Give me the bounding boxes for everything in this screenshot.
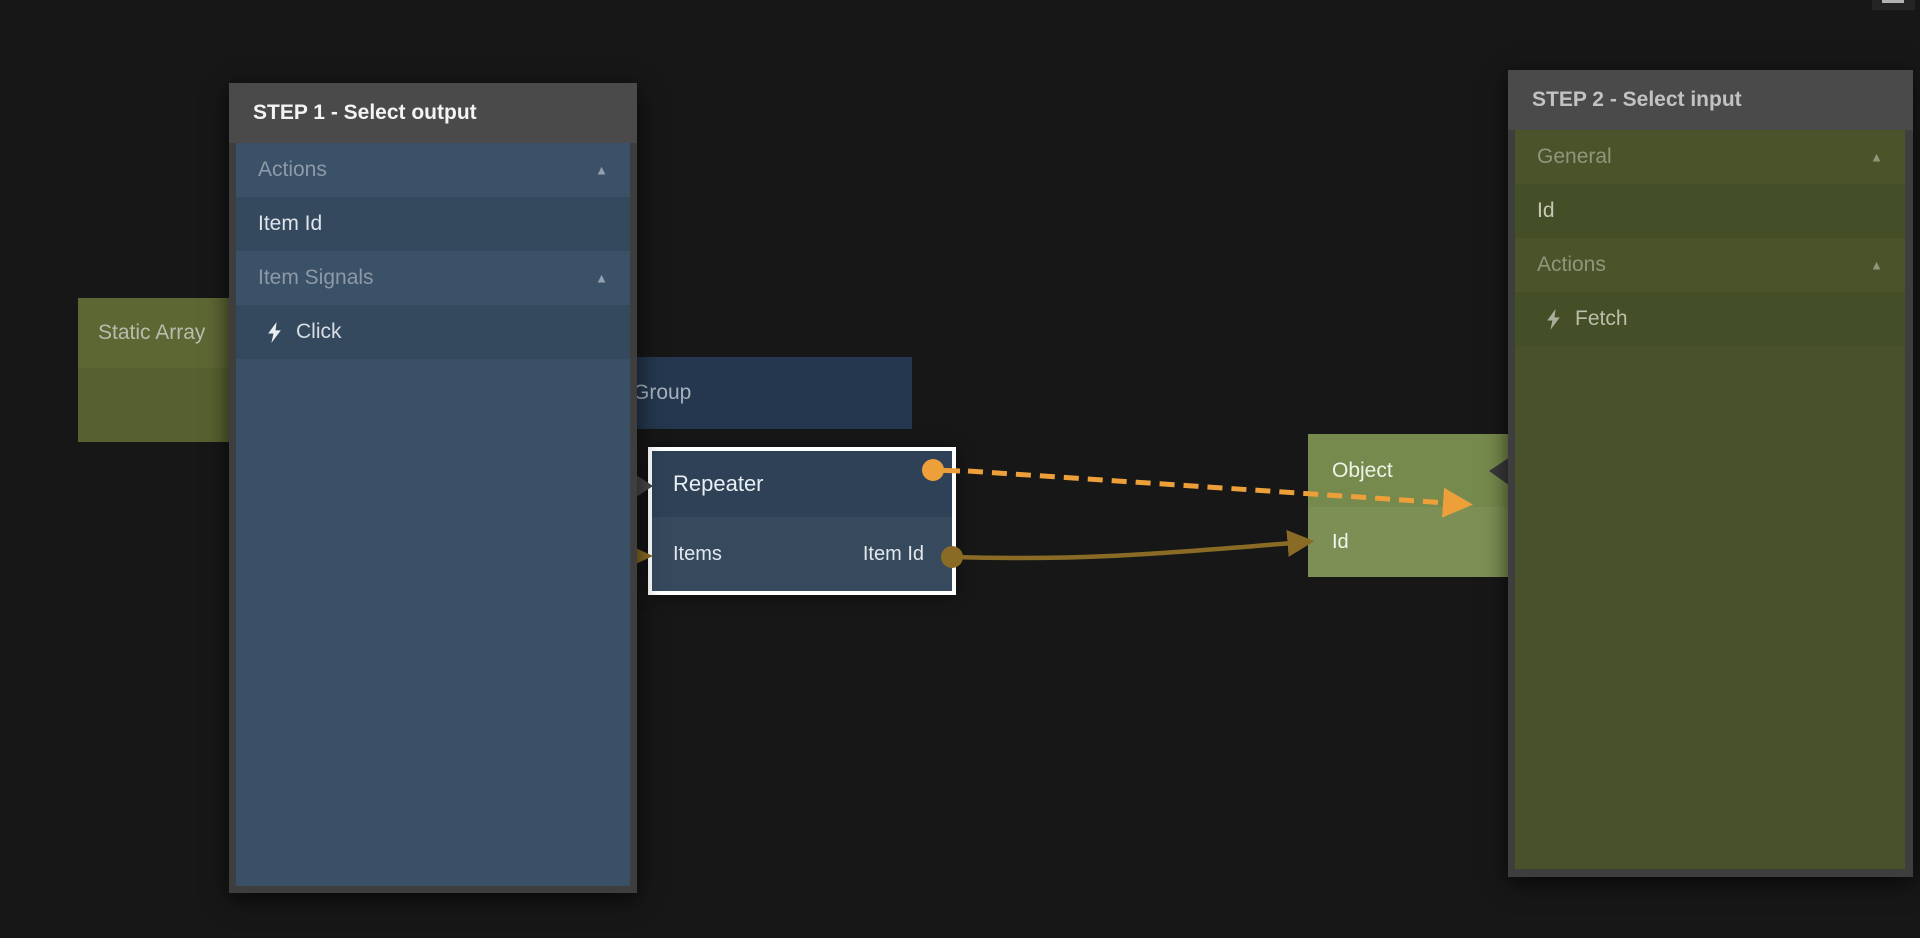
- step2-option-id[interactable]: Id: [1515, 184, 1905, 238]
- minimize-icon: [1882, 0, 1904, 3]
- node-static-array[interactable]: Static Array: [78, 298, 230, 442]
- lightning-icon: [1547, 308, 1560, 330]
- chevron-up-icon[interactable]: ▲: [595, 270, 608, 286]
- node-repeater-title: Repeater: [652, 451, 952, 517]
- step1-option-click[interactable]: Click: [236, 305, 630, 359]
- node-static-array-title: Static Array: [78, 298, 230, 368]
- step2-category-general[interactable]: General ▲: [1515, 130, 1905, 184]
- step2-panel-title: STEP 2 - Select input: [1508, 70, 1913, 130]
- chevron-up-icon[interactable]: ▲: [595, 162, 608, 178]
- step2-option-fetch[interactable]: Fetch: [1515, 292, 1905, 346]
- step1-category-item-signals[interactable]: Item Signals ▲: [236, 251, 630, 305]
- node-repeater-port-row: Items Item Id: [652, 517, 952, 591]
- repeater-output-port-label[interactable]: Item Id: [862, 542, 924, 565]
- step1-category-actions[interactable]: Actions ▲: [236, 143, 630, 197]
- minimize-button[interactable]: [1872, 0, 1915, 10]
- repeater-input-port-label[interactable]: Items: [673, 542, 722, 565]
- step1-select-output-panel: STEP 1 - Select output Actions ▲ Item Id…: [229, 83, 637, 893]
- node-static-array-body: [78, 368, 230, 442]
- step1-option-item-id[interactable]: Item Id: [236, 197, 630, 251]
- node-group[interactable]: Group: [600, 357, 912, 429]
- chevron-up-icon[interactable]: ▲: [1870, 149, 1883, 165]
- step2-select-input-panel: STEP 2 - Select input General ▲ Id Actio…: [1508, 70, 1913, 877]
- object-input-port-label[interactable]: Id: [1308, 507, 1508, 577]
- lightning-icon: [268, 321, 281, 343]
- node-object-title: Object: [1308, 434, 1508, 507]
- step1-panel-body: Actions ▲ Item Id Item Signals ▲ Click: [236, 143, 630, 886]
- connection-itemid-to-id: [951, 529, 1315, 561]
- step2-category-actions[interactable]: Actions ▲: [1515, 238, 1905, 292]
- step1-panel-title: STEP 1 - Select output: [229, 83, 637, 143]
- node-group-title: Group: [633, 381, 692, 404]
- chevron-up-icon[interactable]: ▲: [1870, 257, 1883, 273]
- node-object[interactable]: Object Id: [1308, 434, 1508, 577]
- node-repeater-selected[interactable]: Repeater Items Item Id: [648, 447, 956, 595]
- step2-panel-body: General ▲ Id Actions ▲ Fetch: [1515, 130, 1905, 869]
